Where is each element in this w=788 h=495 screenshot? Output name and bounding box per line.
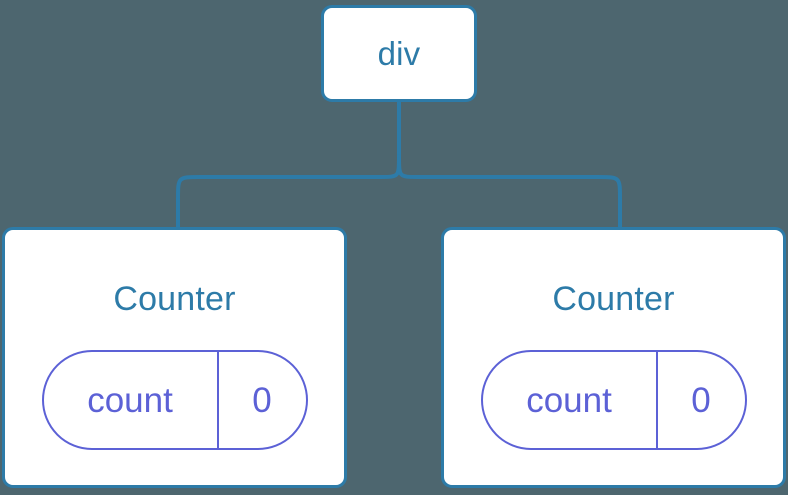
node-counter-right-label: Counter [552,280,675,318]
state-pill-right[interactable]: count 0 [480,350,747,450]
state-key-left: count [87,380,173,420]
connector-to-counter-left [176,154,401,231]
connector-to-counter-right [397,154,622,231]
node-counter-right[interactable]: Counter count 0 [441,227,786,488]
state-divider-left [216,352,219,448]
node-div[interactable]: div [321,5,477,102]
state-value-left: 0 [252,380,272,420]
state-value-right: 0 [691,380,711,420]
state-pill-left[interactable]: count 0 [41,350,308,450]
node-counter-left[interactable]: Counter count 0 [2,227,347,488]
state-key-right: count [526,380,612,420]
node-div-label: div [377,35,421,72]
node-counter-left-label: Counter [113,280,236,318]
state-divider-right [655,352,658,448]
